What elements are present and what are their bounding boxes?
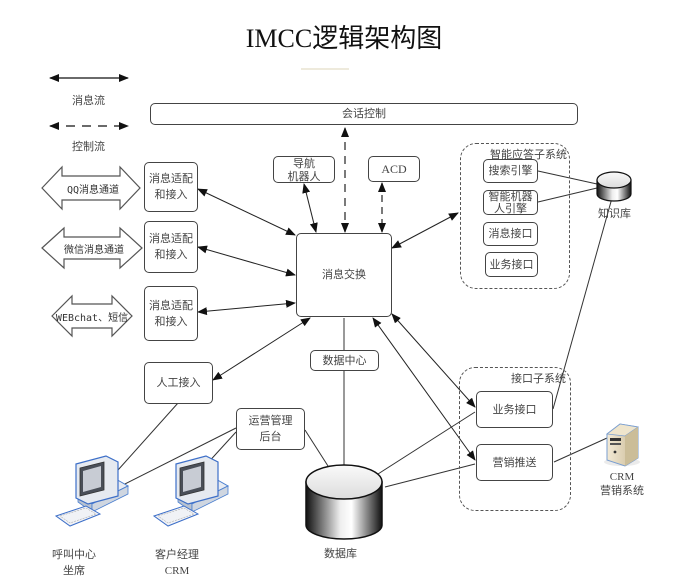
legend-message-flow-label: 消息流 [72,94,105,107]
smart-subsystem-title: 智能应答子系统 [490,148,567,161]
message-interface-box[interactable]: 消息接口 [483,222,538,246]
session-control-label: 会话控制 [342,107,386,120]
nav-robot-box[interactable]: 导航 机器人 [273,156,335,183]
database-icon [305,464,383,540]
message-interface-label: 消息接口 [488,227,533,240]
callcenter-label: 呼叫中心 坐席 [52,547,96,579]
acd-label: ACD [381,162,407,176]
channel-arrow-webchat [51,294,133,338]
adapter-label-line2: 和接入 [154,314,188,328]
manual-access-box[interactable]: 人工接入 [144,362,213,404]
adapter-label-line2: 和接入 [154,188,188,201]
interface-subsystem-title: 接口子系统 [511,372,566,385]
adapter-box-webchat[interactable]: 消息适配 和接入 [144,286,198,341]
legend-control-flow-label: 控制流 [72,140,105,153]
marketing-push-box[interactable]: 营销推送 [476,444,553,481]
crm-manager-workstation-icon [152,455,230,527]
crm-system-line1: CRM [609,471,635,483]
interface-subsystem-group [459,367,571,511]
robot-engine-line1: 智能机器 [488,189,533,203]
crm-server-icon [604,423,640,467]
callcenter-line2: 坐席 [63,564,85,577]
link-marketing-crm [553,437,608,463]
title-underline [301,68,349,70]
flow-navrobot-exchange [302,183,318,233]
link-manual-callcenter [117,402,179,471]
channel-arrow-qq [41,165,141,211]
flow-exchange-marketing [372,317,476,461]
adapter-label-line1: 消息适配 [149,172,193,185]
flow-adapter3-exchange [197,299,296,316]
message-exchange-label: 消息交换 [322,268,366,281]
acd-box[interactable]: ACD [368,156,420,182]
search-engine-box[interactable]: 搜索引擎 [483,159,538,183]
channel-arrow-wechat [41,226,143,270]
ops-backend-box[interactable]: 运营管理 后台 [236,408,305,450]
smart-subsystem-group [460,143,570,289]
marketing-push-label: 营销推送 [492,455,537,469]
link-ops-callcenter [116,427,237,489]
robot-engine-box[interactable]: 智能机器 人引擎 [483,190,538,215]
channel-qq-label: QQ消息通道 [66,185,120,196]
flow-adapter2-exchange [197,245,296,277]
adapter-label-line1: 消息适配 [149,298,193,312]
adapter-label-line1: 消息适配 [149,232,193,245]
ops-backend-line2: 后台 [259,430,282,443]
link-database-bizinterface [377,411,476,475]
business-interface-box[interactable]: 业务接口 [476,391,553,428]
nav-robot-line1: 导航 [293,156,315,170]
link-search-kb [537,170,598,185]
callcenter-workstation-icon [54,455,130,527]
link-database-marketing [384,463,476,488]
crm-manager-line2: CRM [164,565,190,577]
channel-webchat-label: WEBchat、短信 [55,313,129,324]
search-engine-label: 搜索引擎 [488,164,533,177]
knowledge-base-icon [596,171,632,202]
nav-robot-line2: 机器人 [287,169,321,183]
adapter-box-wechat[interactable]: 消息适配 和接入 [144,221,198,273]
smart-business-interface-label: 业务接口 [489,257,534,271]
callcenter-line1: 呼叫中心 [52,548,96,561]
business-interface-label: 业务接口 [492,402,537,416]
message-exchange-box[interactable]: 消息交换 [296,233,392,317]
crm-manager-label: 客户经理 CRM [155,547,199,579]
flow-manual-exchange [212,317,311,381]
ops-backend-line1: 运营管理 [248,414,293,427]
crm-manager-line1: 客户经理 [155,548,199,561]
adapter-box-qq[interactable]: 消息适配 和接入 [144,162,198,212]
link-ops-database [304,429,329,467]
adapter-label-line2: 和接入 [154,248,188,261]
database-label: 数据库 [324,547,357,560]
channel-wechat-label: 微信消息通道 [64,245,124,256]
crm-system-line2: 营销系统 [600,484,644,497]
flow-exchange-smart [391,212,459,249]
manual-access-label: 人工接入 [156,376,201,389]
session-control-box[interactable]: 会话控制 [150,103,578,125]
crm-system-label: CRM 营销系统 [600,470,644,498]
link-robot-kb [537,187,598,203]
smart-business-interface-box[interactable]: 业务接口 [485,252,538,277]
data-center-box[interactable]: 数据中心 [310,350,379,371]
robot-engine-line2: 人引擎 [494,201,527,215]
data-center-label: 数据中心 [322,353,367,367]
knowledge-base-label: 知识库 [598,207,631,220]
flow-adapter1-exchange [197,188,296,236]
diagram-title: IMCC逻辑架构图 [245,24,443,53]
